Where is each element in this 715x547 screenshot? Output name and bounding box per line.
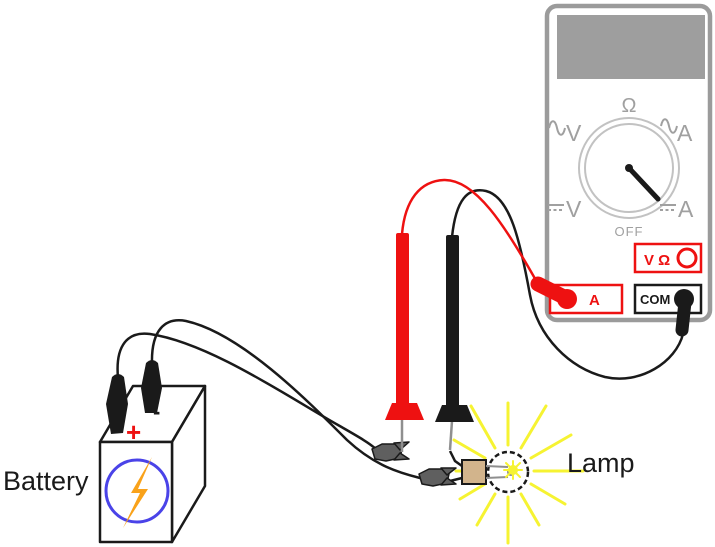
lamp <box>448 450 530 494</box>
svg-text:A: A <box>589 292 600 309</box>
jack-volts-ohms: V Ω <box>633 242 703 274</box>
jack-amps: A <box>548 283 624 315</box>
multimeter: Ω V A V A OFF V Ω A <box>544 3 713 323</box>
red-probe-wire <box>400 178 540 286</box>
lamp-label: Lamp <box>567 448 635 478</box>
sine-wave-icon <box>660 118 678 134</box>
svg-text:V Ω: V Ω <box>644 252 670 269</box>
lamp-lead-top <box>448 450 463 468</box>
dial-needle <box>625 164 661 202</box>
lamp-base <box>461 459 487 485</box>
multimeter-display <box>557 15 705 79</box>
red-test-probe <box>385 233 424 452</box>
svg-text:COM: COM <box>640 292 670 307</box>
black-probe-wire <box>450 189 685 380</box>
black-test-probe <box>435 235 474 451</box>
wire-battery-negative <box>150 319 422 480</box>
battery-positive-label: + <box>126 417 141 447</box>
alligator-clip-lamp <box>418 467 457 487</box>
black-banana-plug <box>675 295 692 337</box>
svg-text:V: V <box>566 196 582 222</box>
battery-clip-positive <box>106 374 128 434</box>
lamp-glow-icon <box>503 460 523 480</box>
lightning-bolt-icon <box>123 457 152 528</box>
lamp-rays-icon <box>452 401 585 545</box>
alligator-clip-probe <box>371 441 410 462</box>
sine-wave-icon <box>548 120 566 136</box>
dial-label-dc-amps: A <box>660 196 694 222</box>
battery: + - <box>98 360 207 544</box>
selector-dial-inner <box>584 123 674 213</box>
svg-text:A: A <box>678 196 694 222</box>
battery-emblem-circle <box>104 458 170 524</box>
battery-clip-negative <box>141 360 162 413</box>
dial-label-off: OFF <box>615 224 644 239</box>
dial-label-ohms: Ω <box>622 95 637 117</box>
svg-text:A: A <box>677 120 693 146</box>
wire-battery-positive <box>116 332 378 451</box>
jack-volts-ohms-hole <box>676 247 698 269</box>
red-banana-plug <box>530 276 574 306</box>
svg-text:V: V <box>566 120 582 146</box>
dial-label-ac-amps: A <box>660 118 693 146</box>
dial-label-ac-volts: V <box>548 120 582 146</box>
jack-com: COM <box>633 283 703 315</box>
black-probe-tip <box>448 420 454 451</box>
battery-label: Battery <box>3 466 89 496</box>
dial-label-dc-volts: V <box>548 196 582 222</box>
